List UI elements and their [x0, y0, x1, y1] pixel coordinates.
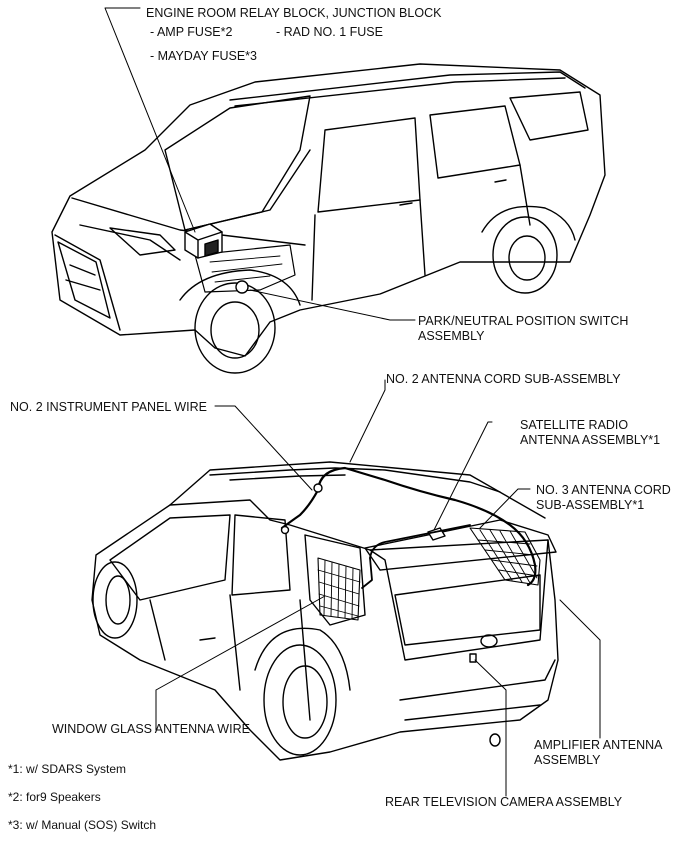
amplifier-antenna-label-2: ASSEMBLY	[534, 753, 601, 767]
window-glass-antenna-label: WINDOW GLASS ANTENNA WIRE	[52, 722, 250, 736]
amp-fuse-label: - AMP FUSE*2	[150, 25, 233, 39]
park-neutral-switch-label-2: ASSEMBLY	[418, 329, 485, 343]
engine-room-relay-label: ENGINE ROOM RELAY BLOCK, JUNCTION BLOCK	[146, 6, 442, 20]
instrument-panel-wire-label: NO. 2 INSTRUMENT PANEL WIRE	[10, 400, 208, 414]
mayday-fuse-label: - MAYDAY FUSE*3	[150, 49, 257, 63]
amplifier-antenna-label: AMPLIFIER ANTENNA	[534, 738, 663, 752]
front-vehicle-drawing	[51, 63, 606, 374]
footnote-2: *2: for9 Speakers	[8, 790, 101, 804]
antenna-cord-2-label: NO. 2 ANTENNA CORD SUB-ASSEMBLY	[386, 372, 621, 386]
park-neutral-switch-label: PARK/NEUTRAL POSITION SWITCH	[418, 314, 629, 328]
rad-fuse-label: - RAD NO. 1 FUSE	[276, 25, 383, 39]
rear-vehicle-drawing	[91, 461, 559, 761]
rear-camera-label: REAR TELEVISION CAMERA ASSEMBLY	[385, 795, 623, 809]
footnote-3: *3: w/ Manual (SOS) Switch	[8, 818, 157, 832]
footnote-1: *1: w/ SDARS System	[8, 762, 127, 776]
antenna-cord-3-label-2: SUB-ASSEMBLY*1	[536, 498, 645, 512]
antenna-cord-3-label: NO. 3 ANTENNA CORD	[536, 483, 671, 497]
satellite-antenna-label-2: ANTENNA ASSEMBLY*1	[520, 433, 661, 447]
satellite-antenna-label: SATELLITE RADIO	[520, 418, 629, 432]
